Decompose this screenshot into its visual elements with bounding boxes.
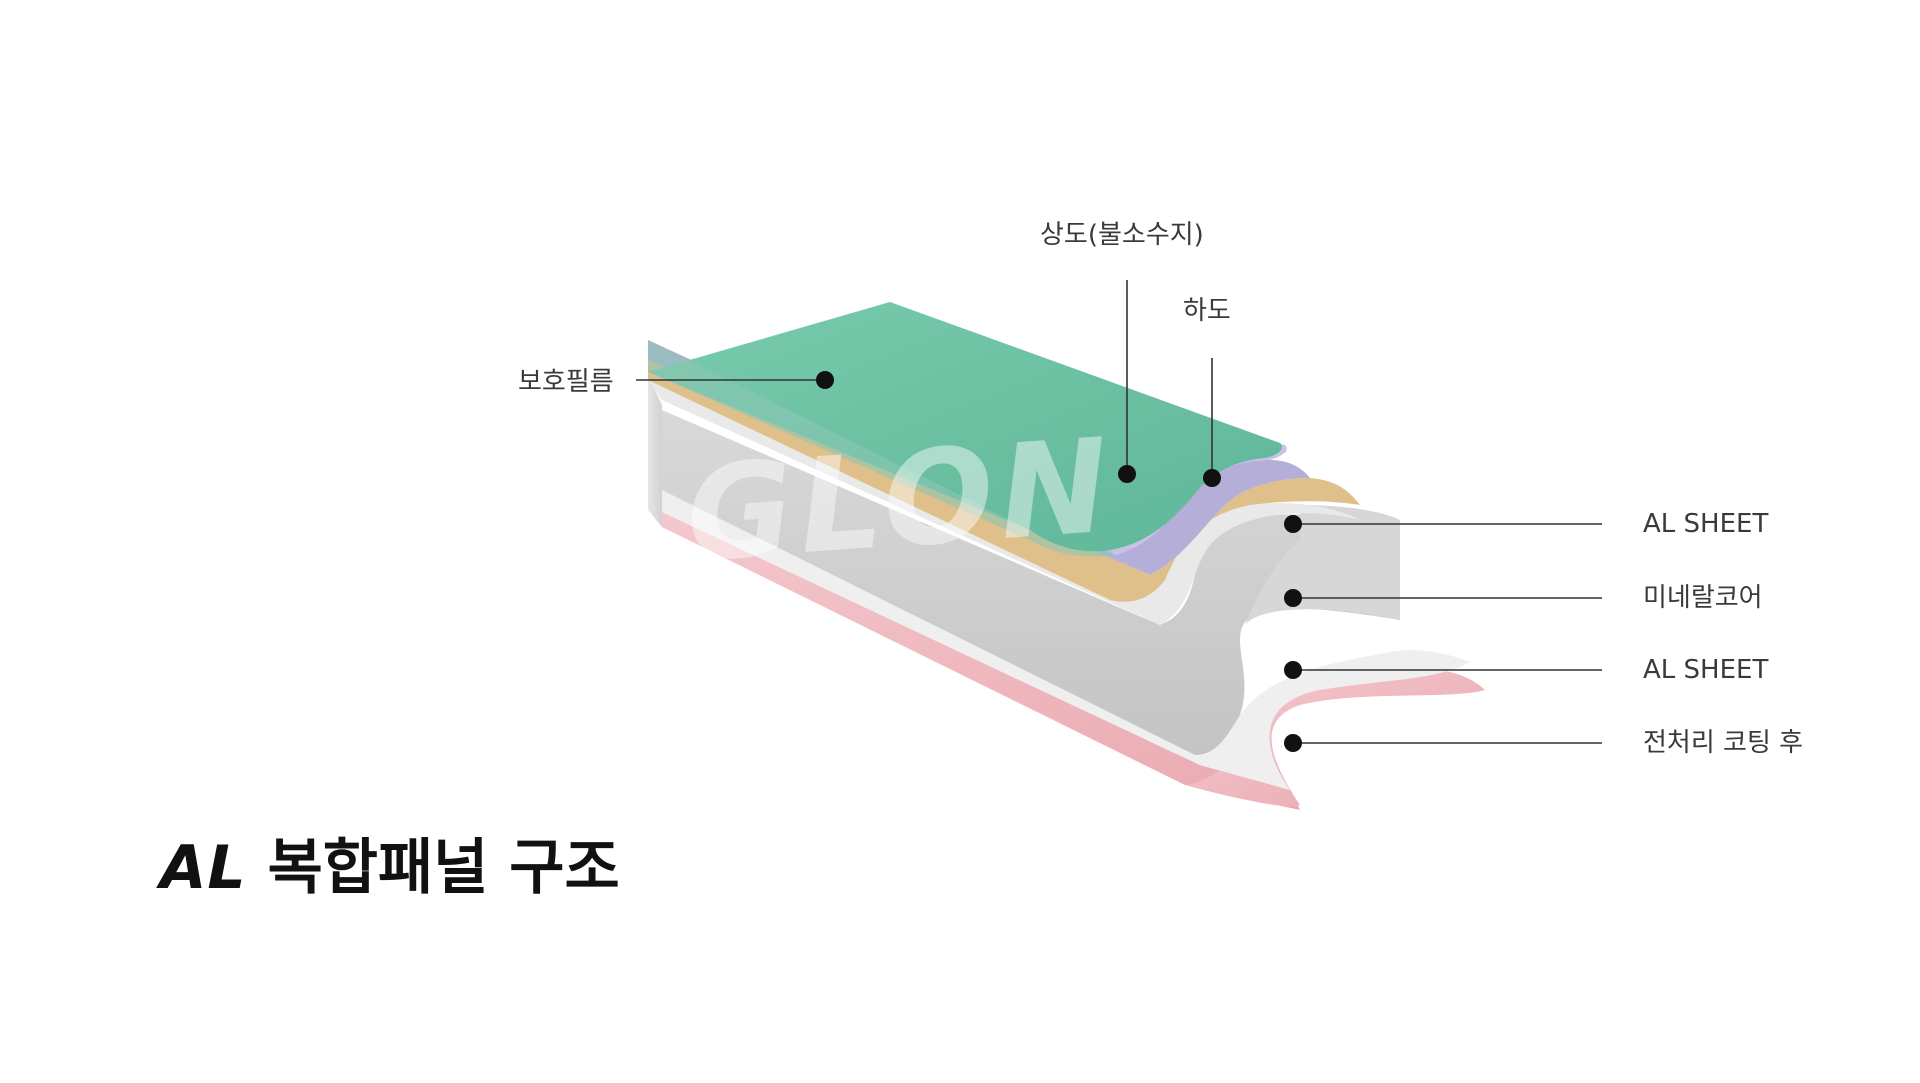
page-title-prefix: AL [160, 833, 247, 903]
marker-primer [1203, 469, 1221, 487]
watermark-text: GLON [682, 409, 1120, 591]
marker-pretreatment [1284, 734, 1302, 752]
label-mineral-core: 미네랄코어 [1643, 585, 1763, 611]
label-protective-film: 보호필름 [518, 369, 614, 395]
marker-protective-film [816, 371, 834, 389]
panel-left-face [648, 375, 662, 527]
marker-mineral-core [1284, 589, 1302, 607]
marker-top-coat [1118, 465, 1136, 483]
label-al-sheet-top: AL SHEET [1643, 511, 1768, 537]
label-top-coat: 상도(불소수지) [1040, 222, 1204, 248]
marker-al-sheet-top [1284, 515, 1302, 533]
label-pretreatment: 전처리 코팅 후 [1643, 730, 1803, 756]
page-title-main: 복합패널 구조 [268, 833, 620, 903]
page-title: AL 복합패널 구조 [160, 838, 620, 898]
label-al-sheet-bottom: AL SHEET [1643, 657, 1768, 683]
marker-al-sheet-bottom [1284, 661, 1302, 679]
label-primer: 하도 [1183, 298, 1231, 324]
